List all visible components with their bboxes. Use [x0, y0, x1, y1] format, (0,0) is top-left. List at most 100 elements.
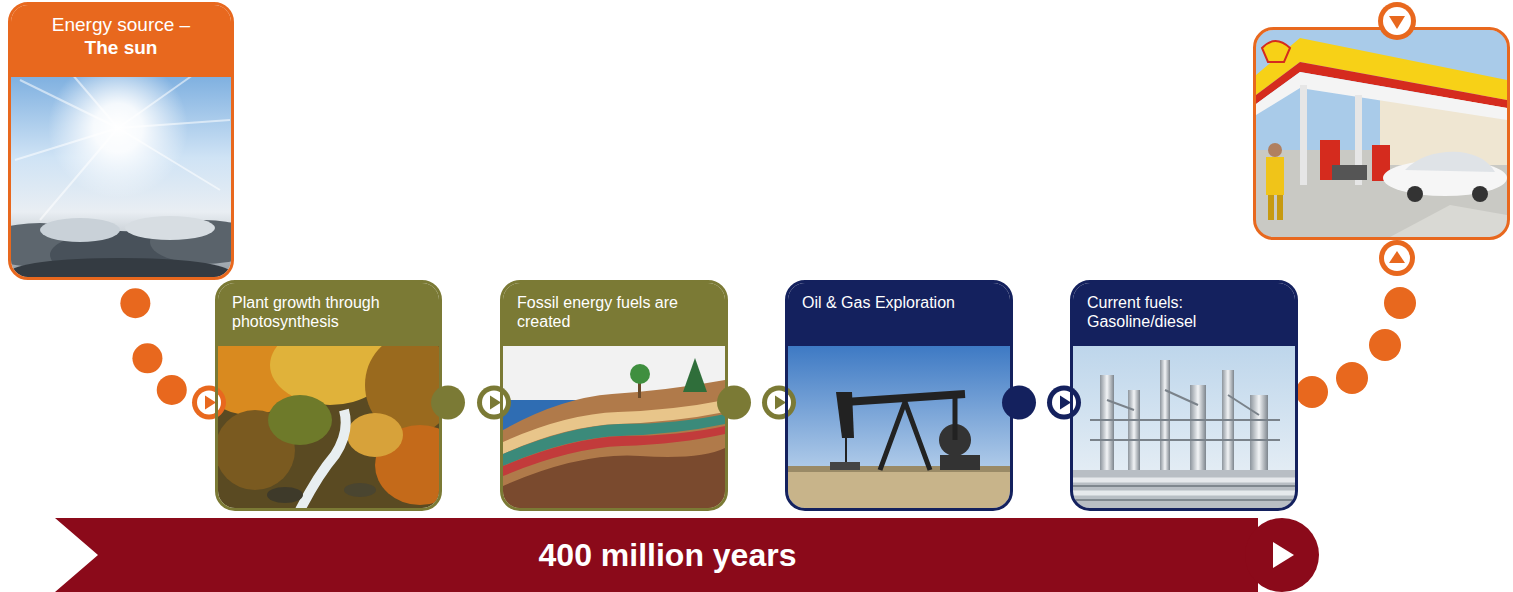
card-title: Fossil energy fuels are created [517, 293, 711, 331]
illustration-part [503, 448, 725, 508]
illustration-part [1256, 72, 1507, 120]
timeline-band: 400 million years [55, 518, 1320, 592]
illustration-part [1296, 376, 1328, 408]
connector-dot [1002, 385, 1036, 419]
illustration-part [836, 392, 854, 438]
connector-dot [157, 375, 187, 405]
illustration-part [1277, 195, 1283, 220]
illustration-part [344, 483, 376, 497]
illustration-part [1266, 157, 1284, 195]
illustration-part [1256, 30, 1507, 237]
arrow-marker [1379, 240, 1415, 276]
connector-dot [431, 385, 465, 419]
petrol-station-photo [1255, 29, 1509, 239]
illustration-part [1073, 478, 1295, 483]
illustration-part [1383, 7, 1411, 35]
illustration-part [1228, 395, 1259, 415]
illustration-part [503, 380, 725, 508]
card-title: The sun [19, 37, 223, 60]
illustration-part [1390, 205, 1507, 237]
illustration-part [1100, 375, 1114, 485]
refinery-photo [1073, 330, 1295, 508]
arrow-marker [762, 385, 796, 419]
arrow-marker [1378, 2, 1416, 40]
card-header: Current fuels: Gasoline/diesel [1073, 283, 1295, 346]
illustration-part [1073, 470, 1295, 508]
card-title: Oil & Gas Exploration [802, 293, 996, 312]
illustration-part [1384, 287, 1416, 319]
illustration-part [347, 413, 403, 457]
illustration-part [683, 358, 707, 392]
illustration-part [300, 410, 346, 508]
illustration-part [503, 330, 725, 508]
illustration-part [880, 402, 930, 470]
illustration-part [1165, 390, 1198, 405]
connector-dot [717, 385, 751, 419]
illustration-part [1107, 400, 1134, 410]
illustration-part [1378, 2, 1416, 40]
illustration-part [1379, 240, 1415, 276]
stage-card: Oil & Gas Exploration [785, 280, 1013, 511]
card-header: Plant growth through photosynthesis [218, 283, 439, 346]
illustration-part [1073, 480, 1295, 493]
illustration-part [11, 258, 230, 277]
illustration-part [1073, 485, 1295, 487]
connector-dot [132, 343, 162, 373]
arrow-marker [1047, 385, 1081, 419]
illustration-part [830, 462, 860, 470]
illustration-part [1255, 29, 1509, 239]
band-cap [1245, 518, 1319, 592]
band-arrow [1273, 542, 1294, 568]
illustration-part [1090, 439, 1280, 441]
connector-dot [120, 288, 150, 318]
illustration-part [1073, 499, 1295, 501]
illustration-part [125, 216, 215, 240]
stage-card: Current fuels: Gasoline/diesel [1070, 280, 1298, 511]
arrow-marker [192, 385, 226, 419]
illustration-part [1073, 491, 1295, 496]
illustration-part [1268, 143, 1282, 157]
illustration-part [1407, 186, 1423, 202]
illustration-part [1268, 195, 1274, 220]
illustration-part [1090, 419, 1280, 421]
illustration-part [267, 487, 303, 503]
illustration-part [1160, 360, 1170, 485]
illustration-part [1073, 486, 1295, 500]
sun-photo [11, 60, 231, 277]
illustration-part [40, 218, 120, 242]
illustration-part [1389, 16, 1405, 29]
card-header: Energy source –The sun [11, 5, 231, 77]
forest-photo [218, 330, 439, 508]
band-label: 400 million years [539, 537, 797, 574]
illustration-part [1300, 85, 1307, 185]
illustration-part [1369, 329, 1401, 361]
illustration-part [268, 395, 332, 445]
illustration-part [1256, 30, 1507, 237]
illustration-part [1073, 330, 1295, 508]
card-title: Current fuels: Gasoline/diesel [1087, 293, 1281, 331]
illustration-part [940, 455, 980, 470]
stage-card: Plant growth through photosynthesis [215, 280, 442, 511]
illustration-part [1222, 370, 1234, 485]
dot-connector [431, 385, 511, 419]
illustration-part [788, 470, 1010, 508]
illustration-part [630, 364, 650, 384]
illustration-part [1472, 186, 1488, 202]
stage-card: Fossil energy fuels are created [500, 280, 728, 511]
stage-card: Energy source –The sun [8, 2, 234, 280]
dot-connector [120, 288, 226, 419]
illustration-part [1336, 362, 1368, 394]
illustration-part [788, 330, 1010, 508]
pump-jack-photo [788, 330, 1010, 508]
card-title: Plant growth through photosynthesis [232, 293, 425, 331]
card-title: Energy source – [19, 14, 223, 37]
card-header: Fossil energy fuels are created [503, 283, 725, 346]
arrow-marker [477, 385, 511, 419]
illustration-part [1384, 245, 1410, 271]
illustration-part [1405, 152, 1495, 172]
illustration-part [953, 396, 958, 440]
illustration-part [1389, 251, 1405, 263]
geology-section [503, 330, 725, 508]
illustration-part [48, 60, 188, 198]
